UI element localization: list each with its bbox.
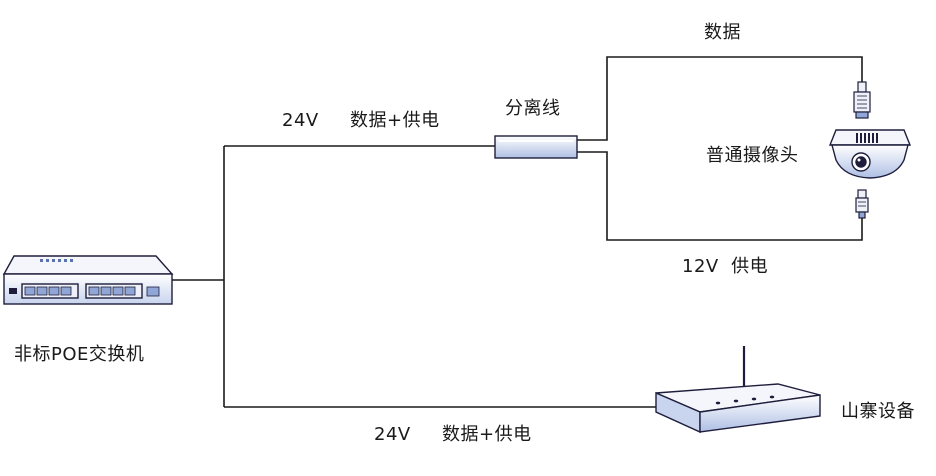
wifi-router-icon	[655, 346, 821, 434]
network-switch-icon	[2, 255, 174, 305]
power-line-label: 12V 供电	[682, 256, 769, 277]
cables	[172, 56, 863, 408]
data-line-label: 数据	[704, 22, 741, 43]
splitter-cable-icon	[494, 135, 578, 159]
splitter-label: 分离线	[505, 98, 561, 119]
bottom-line-desc-label: 数据+供电	[442, 424, 532, 445]
power-cable	[577, 151, 863, 241]
top-line-voltage-label: 24V	[282, 110, 319, 131]
camera-label: 普通摄像头	[706, 145, 799, 166]
rj45-connector-icon	[853, 81, 871, 119]
top-line-desc-label: 数据+供电	[350, 110, 440, 131]
switch-label: 非标POE交换机	[14, 344, 145, 365]
router-label: 山寨设备	[841, 401, 915, 422]
dome-camera-icon	[828, 129, 912, 179]
dc-plug-icon	[855, 189, 869, 219]
data-cable	[577, 56, 863, 141]
bottom-line-voltage-label: 24V	[374, 424, 411, 445]
